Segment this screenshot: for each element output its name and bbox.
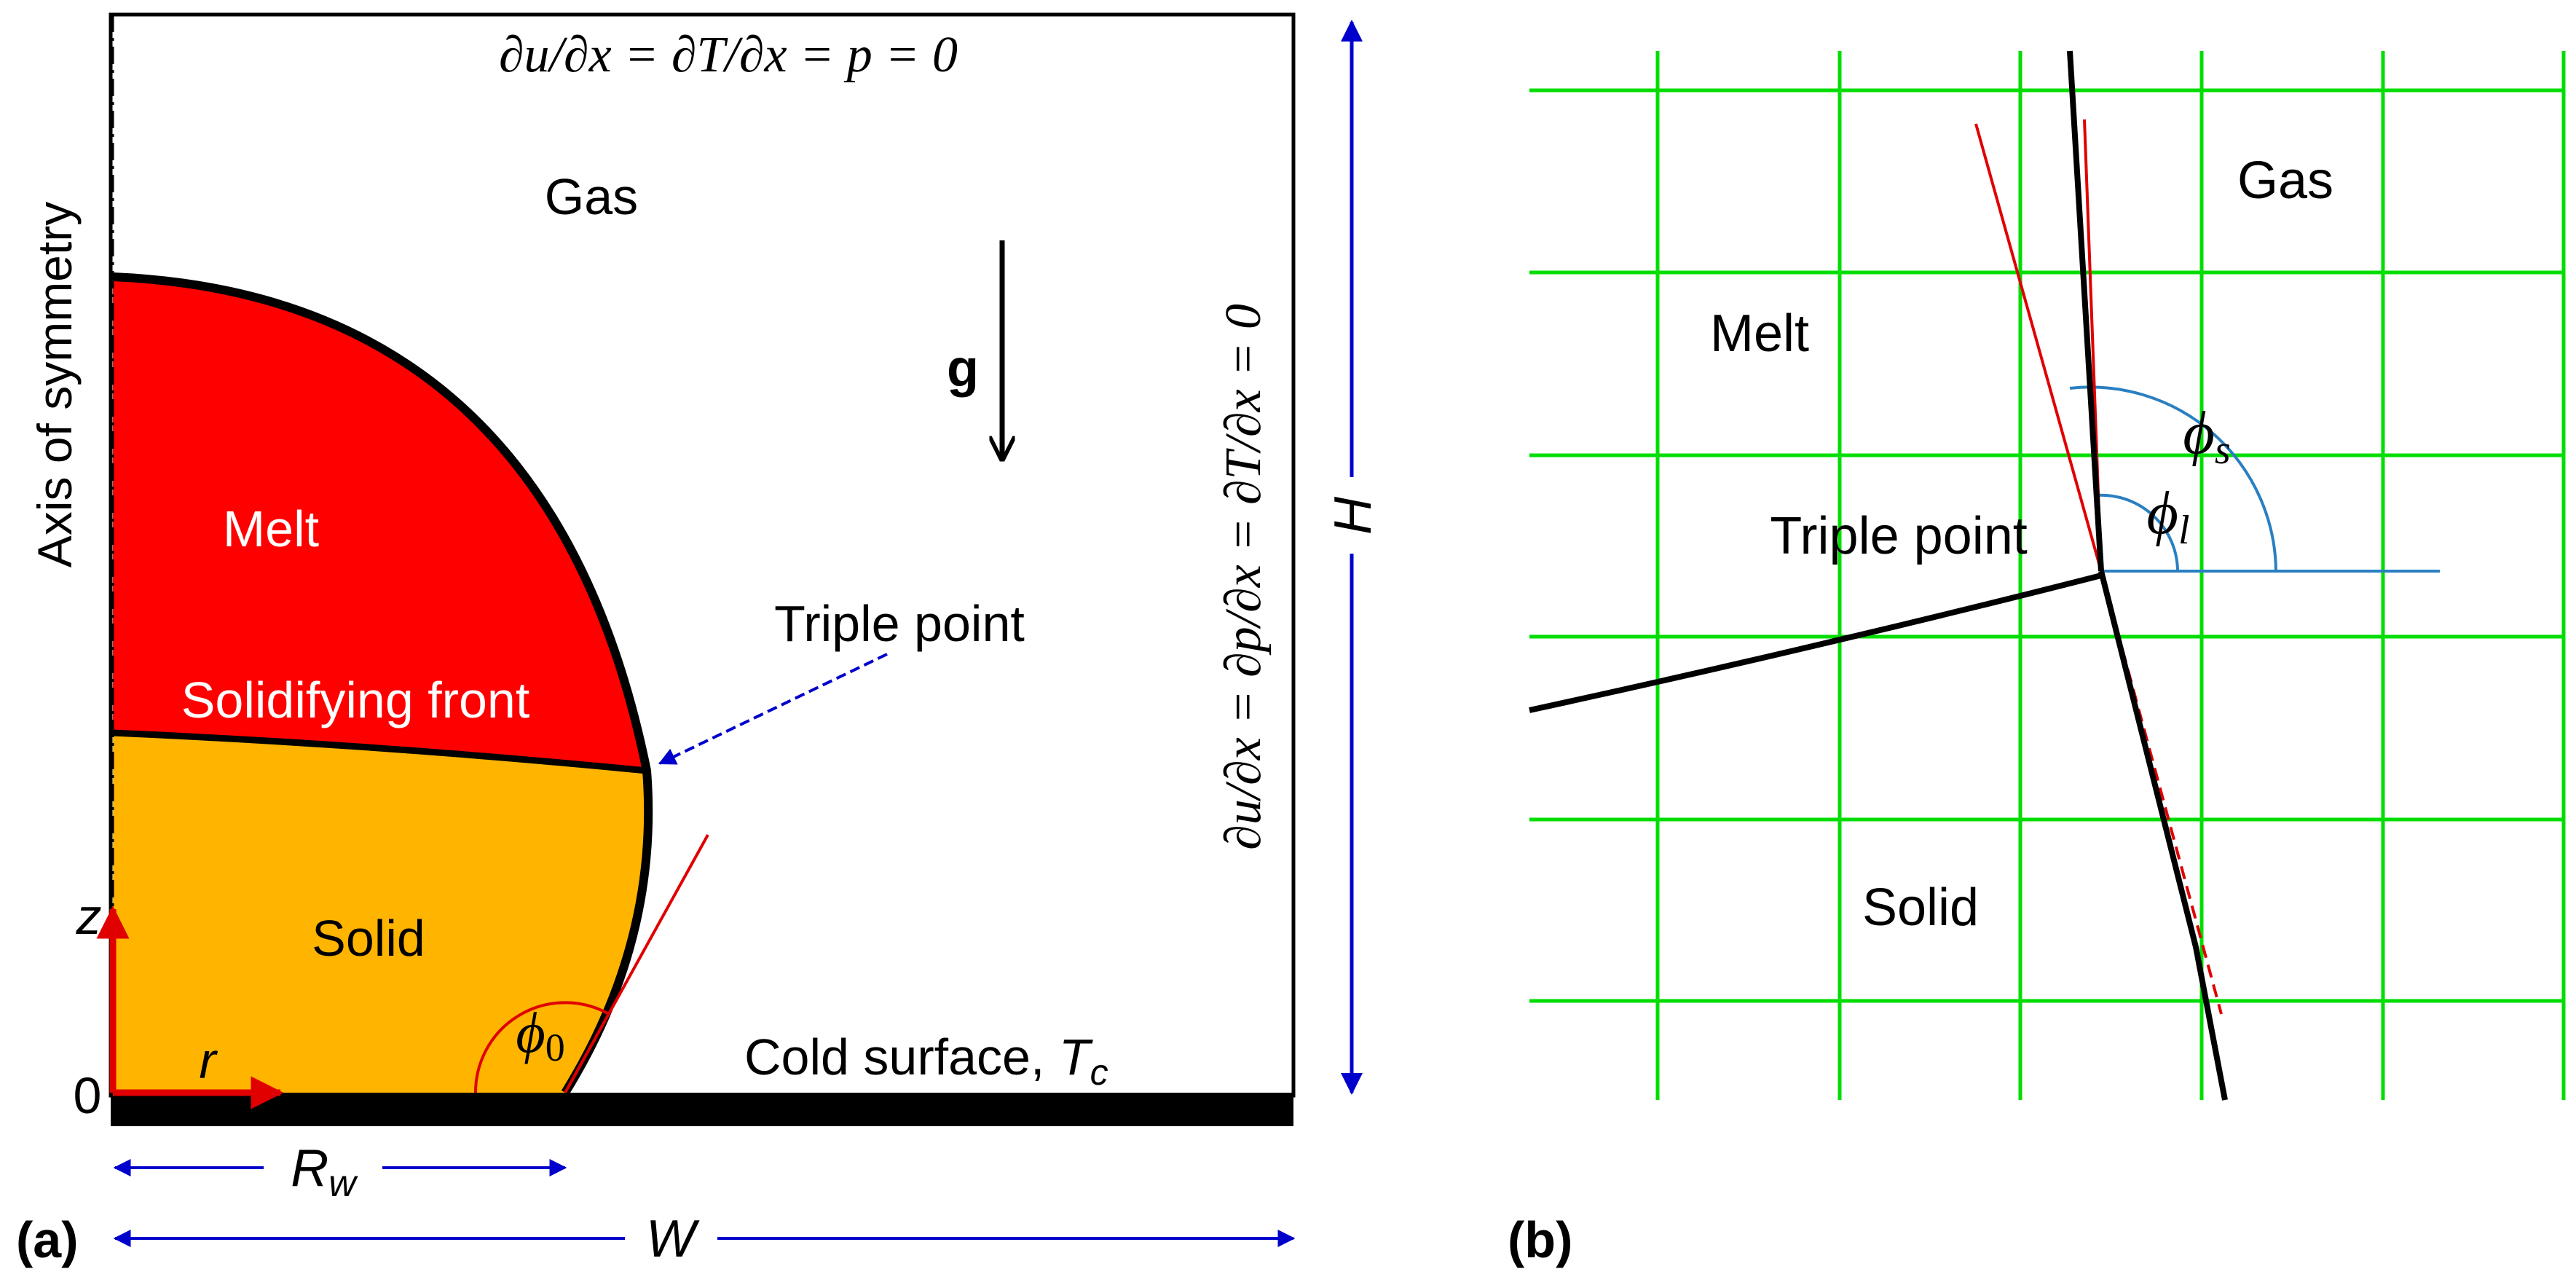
contact-angle-label: ϕ0	[516, 1001, 564, 1069]
r-label: r	[199, 1032, 218, 1089]
phi-l-arc	[2095, 493, 2179, 572]
cold-surface-label: Cold surface, Tc	[744, 1029, 1108, 1093]
triple-point-pointer	[658, 653, 888, 765]
z-label: z	[76, 888, 102, 945]
triple-point-label: Triple point	[774, 595, 1025, 652]
triple-point-label-b: Triple point	[1770, 507, 2028, 565]
width-label: W	[646, 1210, 700, 1268]
phi-s-label: ϕs	[2183, 399, 2230, 473]
melt-tangent-line	[1974, 123, 2103, 572]
droplet-surface	[112, 272, 653, 1096]
solid-tangent-dashed	[2100, 570, 2223, 1015]
contact-tangent-line	[564, 834, 709, 1093]
solid-region	[113, 733, 649, 1093]
top-boundary-condition: ∂u/∂x = ∂T/∂x = p = 0	[499, 27, 958, 83]
radius-label: Rw	[291, 1139, 358, 1205]
right-boundary-condition: ∂u/∂x = ∂p/∂x = ∂T/∂x = 0	[1216, 304, 1272, 850]
axis-of-symmetry-label: Axis of symmetry	[28, 202, 82, 567]
phi-s-arc	[2069, 385, 2277, 572]
solidifying-front-label: Solidifying front	[181, 672, 530, 728]
gas-label-b: Gas	[2237, 152, 2333, 210]
panel-b-label: (b)	[1508, 1211, 1572, 1268]
solid-gas-interface	[2098, 570, 2228, 1101]
melt-region	[113, 277, 647, 771]
mesh-grid	[1529, 51, 2566, 1100]
solid-label-b: Solid	[1862, 879, 1979, 937]
panel-a-label: (a)	[16, 1211, 79, 1268]
panel-a: ∂u/∂x = ∂T/∂x = p = 0 ∂u/∂x = ∂p/∂x = ∂T…	[16, 12, 1382, 1268]
gas-label: Gas	[545, 168, 638, 225]
contact-angle-arc	[473, 1001, 610, 1093]
panel-b: Gas Melt Triple point Solid ϕs ϕl (b)	[1508, 50, 2566, 1268]
solid-front-interface	[1529, 573, 2102, 713]
height-label: H	[1324, 496, 1382, 535]
gas-liquid-interface	[2067, 50, 2104, 572]
melt-label: Melt	[223, 500, 319, 557]
solidifying-front-line	[112, 729, 647, 774]
cold-surface-bar	[111, 1093, 1293, 1126]
solid-label: Solid	[312, 910, 425, 967]
phi-l-label: ϕl	[2146, 479, 2189, 553]
origin-label: 0	[74, 1067, 102, 1124]
melt-label-b: Melt	[1710, 304, 1809, 363]
gravity-label: g	[947, 339, 979, 398]
